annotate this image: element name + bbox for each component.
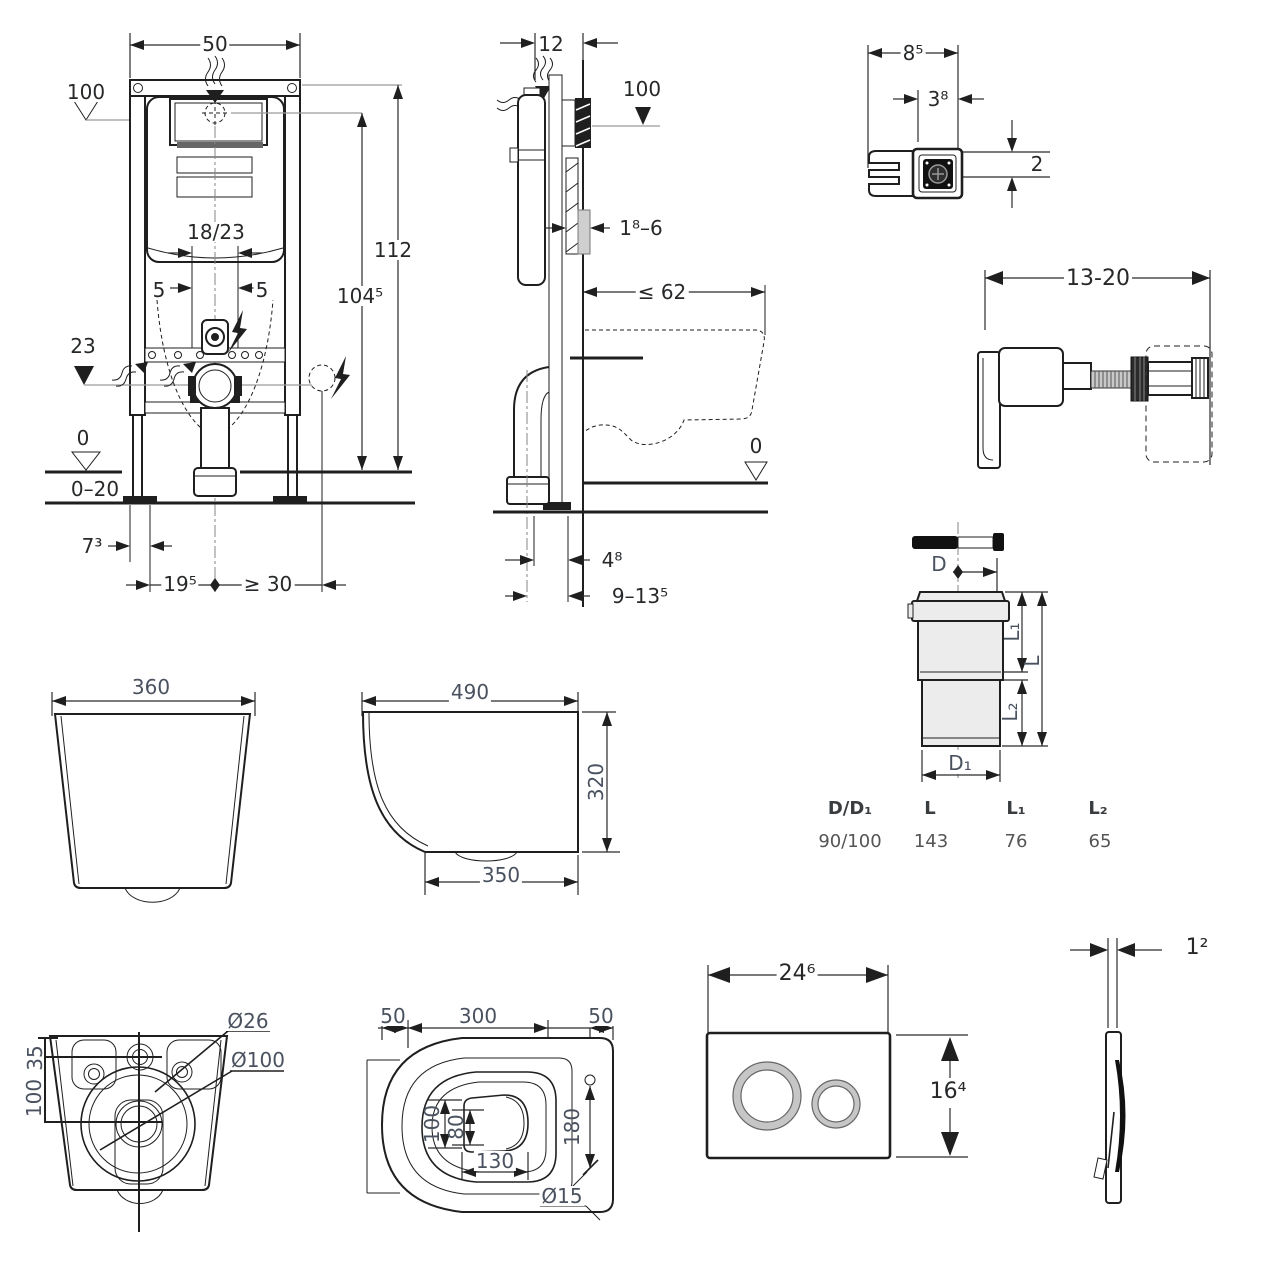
dim-bowl-width: 360 [129,675,173,699]
dim-wall-thickness: 1⁸–6 [617,216,665,240]
dim-socket: ≥ 30 [241,572,295,596]
dim-plate-thickness: 1² [1183,935,1211,960]
table-value-l1: 76 [1004,831,1028,852]
dim-frame-depth: 12 [536,32,566,56]
bowl-rear-view-drawing [38,1030,284,1232]
dim-bowl-depth: 490 [448,680,492,704]
dim-bolt-spacing: 18/23 [185,220,247,244]
dim-floor-range: 0–20 [68,477,122,501]
label-bend-d1: D₁ [946,751,974,775]
drain-bend-drawing [907,522,1048,782]
dim-actuator-height: 104⁵ [334,284,386,308]
dim-bracket-inner: 3⁸ [925,87,951,111]
dim-top-edge-left: 50 [378,1004,408,1028]
table-header-dd1: D/D₁ [825,798,875,819]
dim-outlet-range: 9–13⁵ [609,584,671,608]
flush-plate-front-drawing [705,965,968,1160]
table-value-l: 143 [913,831,949,852]
dim-frame-width: 50 [200,32,230,56]
dim-outlet: 19⁵ [161,572,199,596]
level-drain-label: 23 [68,334,98,358]
label-bend-d: D [929,552,949,576]
flush-plate-side-drawing [1070,938,1162,1204]
table-header-l1: L₁ [1004,798,1028,819]
bowl-side-view-drawing [361,692,620,895]
dim-offset-right: 5 [253,278,271,302]
dim-top-opening: 100 [420,1104,444,1144]
dim-drain-offset: 4⁸ [599,548,625,572]
dim-frame-height: 112 [371,238,415,262]
label-bend-l: L [1020,655,1044,667]
wall-anchor-detail-drawing [867,45,1050,208]
table-header-l: L [922,798,938,819]
dim-valve-range: 13-20 [1064,266,1132,291]
table-header-l2: L₂ [1086,798,1110,819]
dim-bracket-width: 8⁵ [900,41,926,65]
table-value-dd1: 90/100 [818,831,882,852]
dim-top-flush-l: 130 [473,1149,517,1173]
bowl-front-view-drawing [51,692,256,903]
water-supply-valve-drawing [977,270,1213,469]
dim-top-seat: 300 [456,1004,500,1028]
level-floor-side: 0 [747,434,765,458]
label-bend-l2: L₂ [998,702,1022,722]
dim-bowl-height: 320 [584,762,608,802]
dim-top-flush-w: 80 [444,1114,468,1140]
dim-foot: 7³ [79,534,105,558]
dim-max-depth: ≤ 62 [635,280,689,304]
dim-offset-left: 5 [150,278,168,302]
dim-plate-height: 16⁴ [927,1079,969,1104]
level-top-side-label: 100 [620,77,664,101]
frame-side-view-drawing [493,33,768,607]
label-hole-small: Ø26 [225,1009,271,1033]
label-bend-l1: L₁ [1000,622,1024,642]
table-value-l2: 65 [1088,831,1112,852]
dim-plate-width: 24⁶ [776,961,818,986]
dim-bracket-height: 2 [1028,152,1046,176]
dim-bowl-bottom: 350 [479,863,523,887]
frame-front-view-drawing [45,33,415,592]
label-hole-drain: Ø100 [229,1048,287,1072]
dim-top-hole-offset: 180 [560,1107,584,1147]
dim-top-edge-right: 50 [586,1004,616,1028]
level-top-label: 100 [64,80,108,104]
dim-rear-offset-drain: 100 [22,1078,46,1118]
dim-rear-offset-top: 35 [23,1045,47,1071]
level-floor-label: 0 [74,426,92,450]
label-top-hole-dia: Ø15 [539,1184,585,1208]
